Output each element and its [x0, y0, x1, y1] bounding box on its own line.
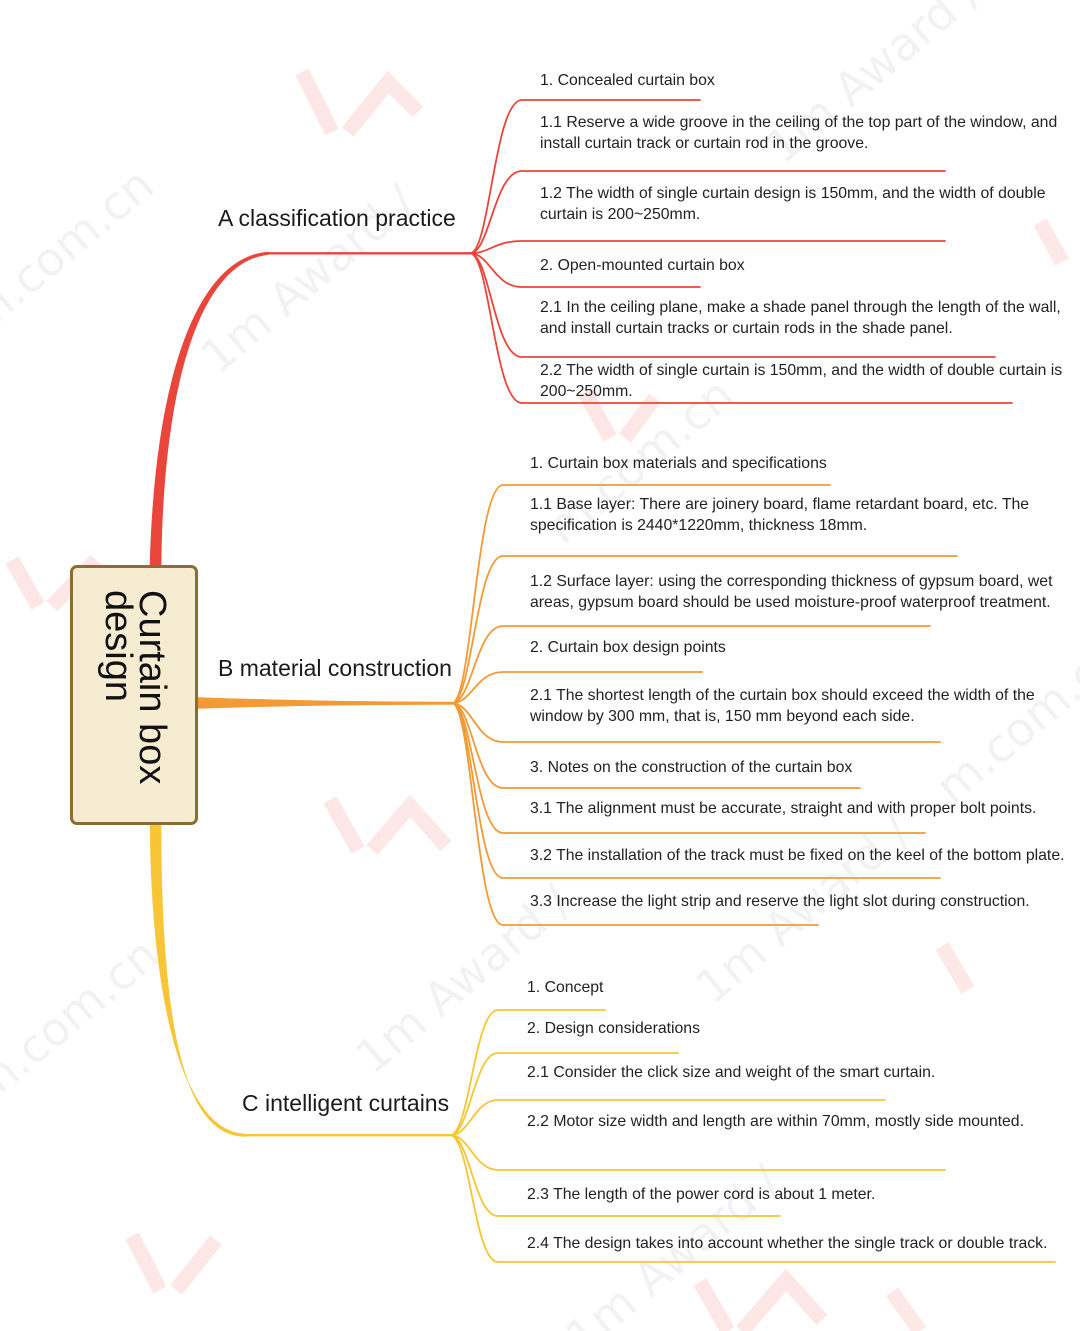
- watermark-mark: [366, 794, 452, 855]
- topic-c-3: 2.1 Consider the click size and weight o…: [527, 1064, 936, 1081]
- central-topic: Curtain box design: [70, 565, 198, 825]
- connector-b-1: [451, 484, 831, 705]
- topic-b-2: 1.1 Base layer: There are joinery board,…: [530, 496, 1030, 534]
- topic-b-4: 2. Curtain box design points: [530, 639, 726, 656]
- connector-a-6: [469, 252, 1013, 404]
- connector-c-1: [449, 1009, 606, 1137]
- topic-c-4: 2.2 Motor size width and length are with…: [527, 1113, 1024, 1130]
- topic-b-7: 3.1 The alignment must be accurate, stra…: [530, 800, 1037, 817]
- topic-b-6: 3. Notes on the construction of the curt…: [530, 759, 853, 776]
- connector-c-2: [449, 1052, 679, 1137]
- connector-c-6: [449, 1134, 1056, 1263]
- watermark-mark: [323, 796, 365, 854]
- watermark-mark: [5, 556, 45, 610]
- watermark-mark: [935, 942, 975, 994]
- topic-a-5: 2.1 In the ceiling plane, make a shade p…: [540, 299, 1061, 337]
- connector-b-9: [451, 702, 819, 926]
- topic-a-6: 2.2 The width of single curtain is 150mm…: [540, 362, 1063, 400]
- topic-c-1: 1. Concept: [527, 979, 604, 996]
- branch-b-trunk: [197, 697, 453, 709]
- watermark-mark: [736, 1268, 828, 1331]
- watermark-mark: [170, 1235, 222, 1295]
- topic-b-3: 1.2 Surface layer: using the correspondi…: [530, 573, 1053, 611]
- connector-a-1: [469, 99, 701, 255]
- watermark-mark: [619, 393, 661, 443]
- topic-a-2: 1.1 Reserve a wide groove in the ceiling…: [540, 114, 1058, 152]
- watermark-mark: [578, 388, 617, 442]
- branch-c-trunk: [149, 823, 246, 1137]
- watermark-mark: [885, 1287, 927, 1331]
- connector-b-2: [451, 555, 958, 705]
- topic-b-8: 3.2 The installation of the track must b…: [530, 847, 1065, 864]
- watermark-mark: [125, 1232, 167, 1294]
- connector-a-2: [469, 170, 946, 255]
- topic-c-2: 2. Design considerations: [527, 1020, 700, 1037]
- connector-b-4: [451, 671, 703, 705]
- topic-a-4: 2. Open-mounted curtain box: [540, 257, 745, 274]
- branch-a-label: A classification practice: [218, 205, 456, 231]
- connector-a-4: [469, 252, 701, 288]
- watermark-mark: [295, 68, 339, 136]
- topic-b-1: 1. Curtain box materials and specificati…: [530, 455, 827, 472]
- connector-b-5: [451, 702, 941, 743]
- connector-c-4: [449, 1134, 946, 1171]
- topic-a-3: 1.2 The width of single curtain design i…: [540, 185, 1046, 223]
- topic-a-1: 1. Concealed curtain box: [540, 72, 715, 89]
- watermark-mark: [1033, 218, 1069, 266]
- connector-a-3: [469, 240, 946, 255]
- connector-c-3: [449, 1099, 886, 1137]
- connector-b-3: [451, 625, 931, 705]
- topic-c-6: 2.4 The design takes into account whethe…: [527, 1235, 1048, 1252]
- connector-c-5: [449, 1134, 781, 1217]
- watermark-mark: [342, 70, 424, 137]
- topic-c-5: 2.3 The length of the power cord is abou…: [527, 1186, 876, 1203]
- central-topic-title: Curtain box design: [97, 590, 173, 785]
- branch-b-label: B material construction: [218, 655, 452, 681]
- topic-b-5: 2.1 The shortest length of the curtain b…: [530, 687, 1035, 725]
- branch-c-label: C intelligent curtains: [242, 1090, 450, 1116]
- watermark-mark: [693, 1278, 735, 1331]
- branch-a-trunk: [149, 251, 269, 567]
- topic-b-9: 3.3 Increase the light strip and reserve…: [530, 893, 1030, 910]
